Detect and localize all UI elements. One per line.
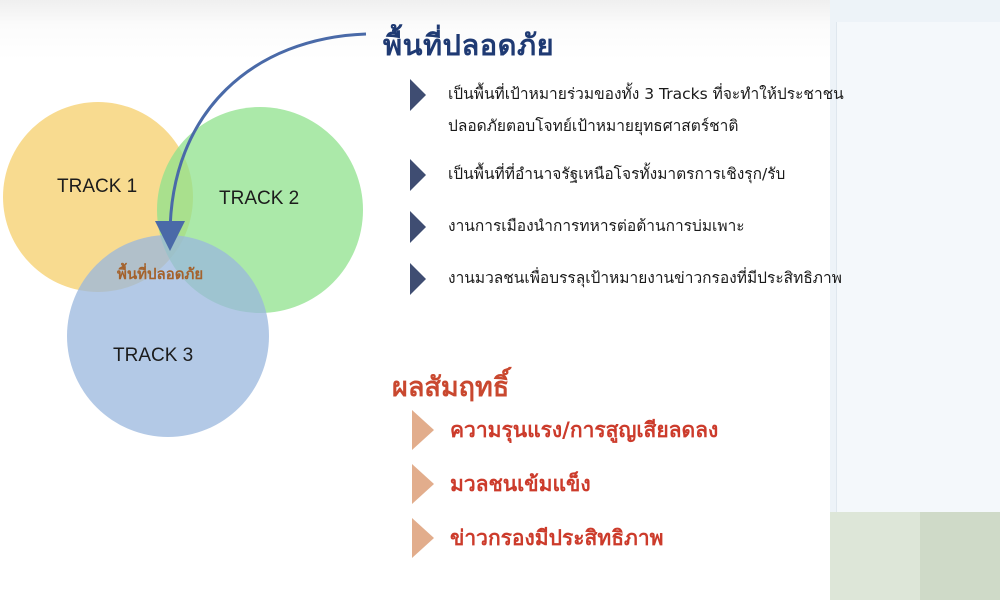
track-3-label: TRACK 3 <box>113 345 193 366</box>
outcome-marker-icon <box>412 410 434 450</box>
bullet-1-line-1: เป็นพื้นที่เป้าหมายร่วมของทั้ง 3 Tracks … <box>448 85 844 103</box>
outcome-2: มวลชนเข้มแข็ง <box>412 464 591 504</box>
outcome-marker-icon <box>412 464 434 504</box>
side-panel <box>830 0 1000 600</box>
outcome-3-text: ข่าวกรองมีประสิทธิภาพ <box>450 525 664 550</box>
track-1-label: TRACK 1 <box>57 176 137 197</box>
center-label: พื้นที่ปลอดภัย <box>117 262 203 283</box>
side-panel-window <box>836 22 1000 512</box>
bullet-2: เป็นพื้นที่ที่อำนาจรัฐเหนือโจรทั้งมาตรกา… <box>410 158 785 191</box>
side-panel-footer-block <box>920 512 1000 600</box>
outcome-1-text: ความรุนแรง/การสูญเสียลดลง <box>450 417 719 442</box>
bullet-1-line-2: ปลอดภัยตอบโจทย์เป้าหมายยุทธศาสตร์ชาติ <box>448 117 739 135</box>
arrow <box>155 32 367 251</box>
bullet-marker-icon <box>410 159 426 191</box>
bullet-marker-icon <box>410 211 426 243</box>
bullet-3: งานการเมืองนำการทหารต่อต้านการบ่มเพาะ <box>410 210 745 243</box>
bullet-4: งานมวลชนเพื่อบรรลุเป้าหมายงานข่าวกรองที่… <box>410 262 842 295</box>
outcome-1: ความรุนแรง/การสูญเสียลดลง <box>412 410 718 450</box>
outcome-2-text: มวลชนเข้มแข็ง <box>450 471 591 496</box>
circle-track-3 <box>67 235 269 437</box>
bullet-1-text: เป็นพื้นที่เป้าหมายร่วมของทั้ง 3 Tracks … <box>448 78 844 142</box>
outcomes-title: ผลสัมฤทธิ์ <box>392 372 510 403</box>
bullet-4-text: งานมวลชนเพื่อบรรลุเป้าหมายงานข่าวกรองที่… <box>448 269 842 287</box>
bullet-2-text: เป็นพื้นที่ที่อำนาจรัฐเหนือโจรทั้งมาตรกา… <box>448 165 786 183</box>
outcome-3: ข่าวกรองมีประสิทธิภาพ <box>412 518 664 558</box>
outcome-marker-icon <box>412 518 434 558</box>
venn-diagram: TRACK 1 TRACK 2 TRACK 3 พื้นที่ปลอดภัย <box>3 32 367 437</box>
bullet-marker-icon <box>410 263 426 295</box>
track-2-label: TRACK 2 <box>219 188 299 209</box>
safe-zone-title: พื้นที่ปลอดภัย <box>383 28 555 62</box>
bullet-1: เป็นพื้นที่เป้าหมายร่วมของทั้ง 3 Tracks … <box>410 78 844 142</box>
bullet-marker-icon <box>410 79 426 111</box>
bullet-3-text: งานการเมืองนำการทหารต่อต้านการบ่มเพาะ <box>448 217 745 235</box>
